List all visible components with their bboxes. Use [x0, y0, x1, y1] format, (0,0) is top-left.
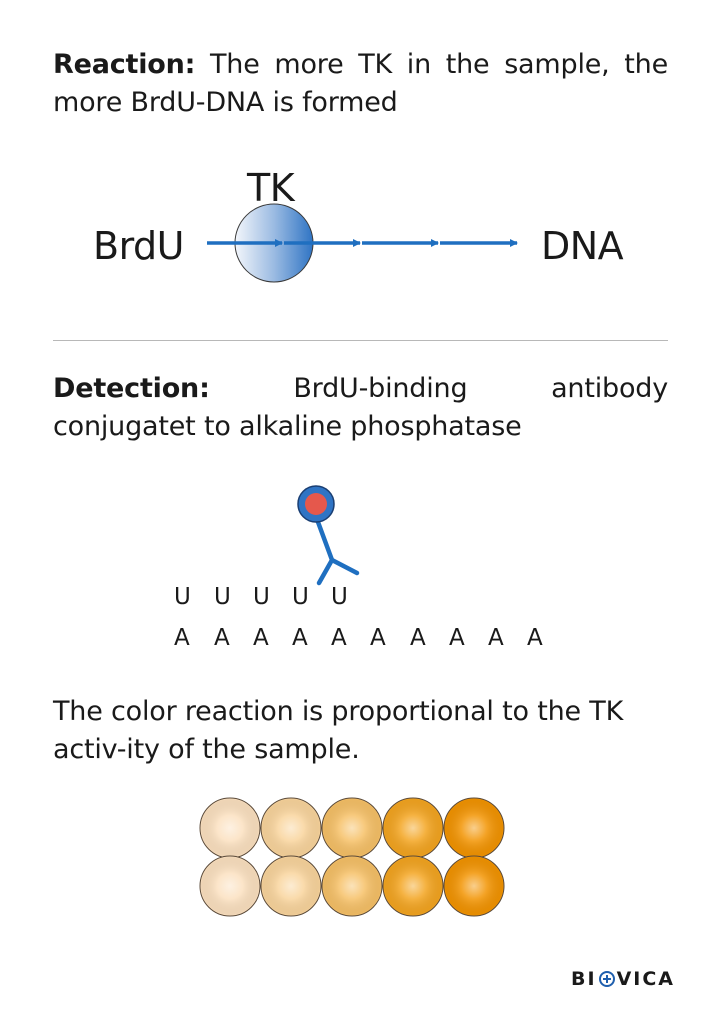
well-highlight: [445, 857, 503, 915]
u-letter: U: [292, 584, 309, 610]
color-reaction-paragraph: The color reaction is proportional to th…: [53, 696, 624, 765]
well-highlight: [323, 857, 381, 915]
a-letter: A: [449, 625, 465, 651]
dna-label: DNA: [541, 224, 624, 268]
biovica-logo: BI VICA: [571, 968, 675, 990]
u-letter: U: [214, 584, 231, 610]
a-letter: A: [331, 625, 347, 651]
u-letter: U: [331, 584, 348, 610]
antibody-arm-left: [316, 557, 335, 586]
a-letter: A: [253, 625, 269, 651]
a-letter: A: [292, 625, 308, 651]
well-highlight: [384, 857, 442, 915]
well-highlight: [323, 799, 381, 857]
antibody-arm-right: [329, 557, 360, 576]
well-highlight: [201, 799, 259, 857]
reaction-heading: Reaction:: [53, 49, 196, 80]
reaction-text: The more TK in the sample, the more BrdU…: [53, 49, 668, 118]
u-letter: U: [253, 584, 270, 610]
tk-label: TK: [247, 166, 295, 210]
well-highlight: [201, 857, 259, 915]
color-wells: [199, 797, 505, 917]
well-highlight: [262, 799, 320, 857]
antibody-conjugate: [297, 485, 360, 586]
detection-text: BrdU-binding antibody conjugatet to alka…: [53, 373, 668, 442]
phosphatase-inner-circle: [305, 493, 327, 515]
well-highlight: [445, 799, 503, 857]
antibody-stem: [315, 519, 335, 563]
logo-plus-icon: [598, 971, 615, 987]
well-highlight: [384, 799, 442, 857]
a-letter: A: [488, 625, 504, 651]
logo-text-start: BI: [571, 968, 597, 990]
a-letter: A: [370, 625, 386, 651]
section-divider: [53, 340, 668, 341]
brdu-label: BrdU: [93, 224, 184, 268]
a-letter: A: [410, 625, 426, 651]
a-letter: A: [527, 625, 543, 651]
a-letter: A: [174, 625, 190, 651]
detection-heading: Detection:: [53, 373, 210, 404]
reaction-paragraph: Reaction: The more TK in the sample, the…: [53, 46, 668, 122]
u-letter: U: [174, 584, 191, 610]
detection-paragraph: Detection: BrdU-binding antibody conjuga…: [53, 370, 668, 446]
well-highlight: [262, 857, 320, 915]
a-letter: A: [214, 625, 230, 651]
logo-text-end: VICA: [616, 968, 675, 990]
